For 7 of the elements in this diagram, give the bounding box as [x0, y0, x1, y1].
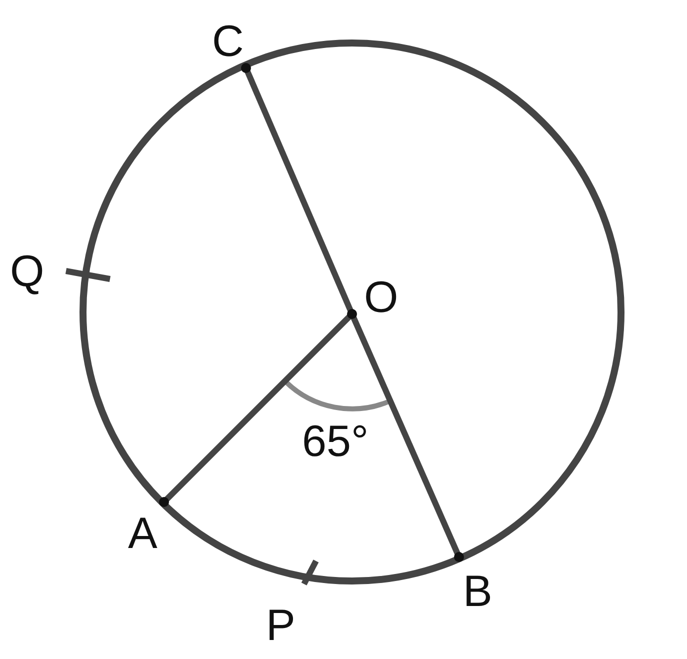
point-label: B [463, 570, 492, 614]
point-label: P [266, 604, 296, 648]
point-label: C [212, 20, 244, 64]
point-label: A [128, 512, 158, 556]
angle-label: 65° [302, 420, 369, 464]
point-label: Q [10, 250, 44, 294]
point-label: O [364, 276, 398, 320]
